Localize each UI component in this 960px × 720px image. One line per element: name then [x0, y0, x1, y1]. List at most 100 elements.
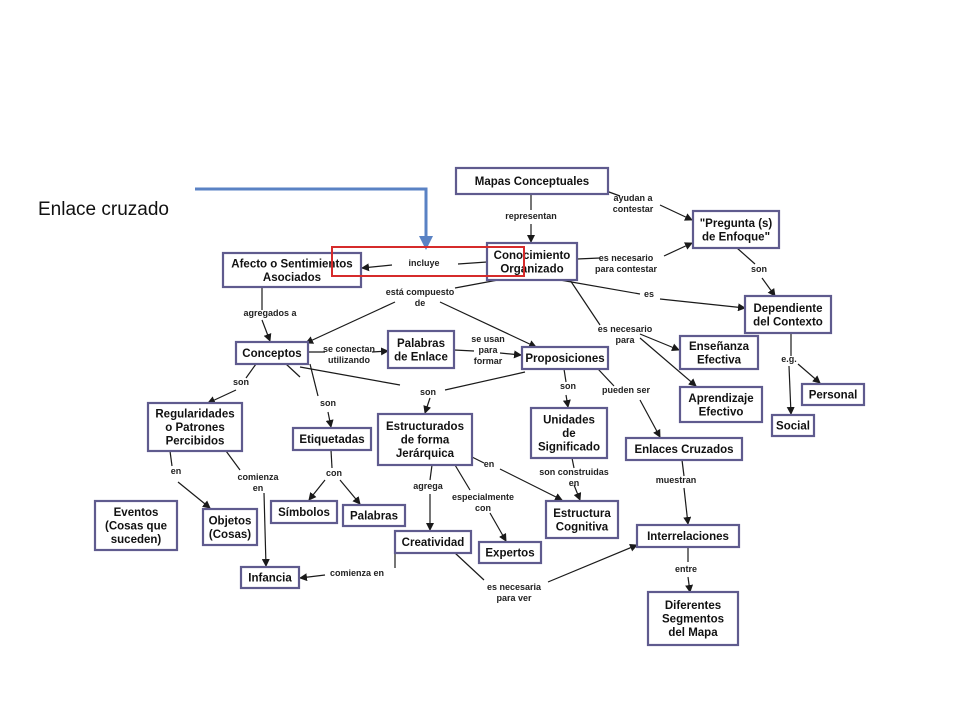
edge-line [597, 368, 615, 387]
concept-node-text: Segmentos [662, 614, 724, 626]
edge-line [571, 457, 575, 469]
concept-node-box [544, 499, 620, 540]
link-label-text: para [478, 345, 498, 355]
link-label-con: con [326, 468, 342, 478]
edge-line [371, 347, 389, 356]
concept-node-text: Palabras [397, 338, 445, 350]
link-label-text: es [644, 289, 654, 299]
concept-node-box [376, 412, 474, 467]
concept-node-text: Aprendizaje [688, 393, 753, 405]
edge-line [453, 349, 475, 352]
edge-line [499, 350, 522, 359]
concept-node-pregunta: "Pregunta (s)de Enfoque" [691, 209, 781, 250]
link-label-son-conceptos: son [233, 377, 249, 387]
concept-node-box [454, 166, 610, 196]
edge-line [429, 464, 433, 481]
concept-node-text: de [562, 428, 575, 440]
concept-node-box [234, 340, 310, 366]
concept-node-box [477, 540, 543, 565]
concept-node-text: Eventos [114, 507, 159, 519]
link-label-son-centro: son [420, 387, 436, 397]
concept-node-text: Diferentes [665, 600, 721, 612]
concept-node-box [201, 507, 259, 547]
concept-node-text: Efectivo [699, 406, 744, 418]
link-label-son-prop: son [560, 381, 576, 391]
nodes-layer: Mapas Conceptuales "Pregunta (s)de Enfoqu… [93, 166, 866, 647]
concept-node-text: Unidades [543, 415, 595, 427]
edge-line [207, 389, 237, 404]
overlay-layer [195, 187, 525, 277]
edge-line [285, 363, 301, 378]
edge-line [681, 459, 685, 477]
edge-line [261, 319, 272, 342]
concept-node-text: (Cosas) [209, 529, 251, 541]
concept-node-box [678, 385, 764, 424]
concept-node-box [770, 413, 816, 438]
edge-line [457, 261, 488, 265]
concept-node-box [146, 401, 244, 453]
concept-node-text: Personal [809, 390, 858, 402]
edge-line [573, 484, 582, 501]
edge-line [471, 456, 485, 464]
link-label-text: e.g. [781, 354, 797, 364]
concept-node-personal: Personal [800, 382, 866, 407]
edge-line [547, 543, 638, 583]
concept-node-text: Enseñanza [689, 341, 750, 353]
edge-line [361, 263, 393, 272]
link-label-text: agregados a [243, 308, 297, 318]
link-label-son-1: son [751, 264, 767, 274]
link-label-text: en [171, 466, 182, 476]
concept-node-text: (Cosas que [105, 521, 167, 533]
concept-node-text: Social [776, 421, 810, 433]
concept-node-simbolos: Símbolos [269, 499, 339, 525]
concept-node-text: Asociados [263, 272, 321, 284]
concept-node-box [291, 426, 373, 452]
edge-line [562, 394, 571, 408]
edge-line [797, 363, 821, 384]
link-label-text: con [326, 468, 342, 478]
concept-node-text: del Contexto [753, 316, 823, 328]
link-label-text: es necesaria [487, 582, 542, 592]
edge-line [786, 365, 795, 415]
concept-node-box [269, 499, 339, 525]
edge-line [663, 242, 693, 257]
concept-node-mapas: Mapas Conceptuales [454, 166, 610, 196]
link-label-text: son [751, 264, 767, 274]
concept-node-text: Etiquetadas [299, 434, 364, 446]
concept-node-box [635, 523, 741, 549]
link-label-text: es necesario [599, 253, 654, 263]
concept-node-social: Social [770, 413, 816, 438]
edge-line [659, 298, 746, 312]
link-label-agregados: agregados a [243, 308, 297, 318]
link-label-text: en [484, 459, 495, 469]
link-label-eg: e.g. [781, 354, 797, 364]
link-label-text: está compuesto [386, 287, 455, 297]
edge-line [439, 301, 537, 348]
link-label-text: muestran [656, 475, 697, 485]
concept-node-creatividad: Creatividad [393, 529, 473, 555]
concept-node-box [520, 345, 610, 371]
concept-node-infancia: Infancia [239, 565, 301, 590]
concept-node-box [93, 499, 179, 552]
concept-node-box [221, 251, 363, 289]
link-label-text: comienza [237, 472, 279, 482]
link-label-text: incluye [408, 258, 439, 268]
concept-node-text: Infancia [248, 573, 292, 585]
edge-line [454, 464, 471, 491]
link-label-text: son [420, 387, 436, 397]
concept-node-text: Organizado [500, 263, 563, 275]
concept-node-text: Interrelaciones [647, 531, 729, 543]
link-label-muestran: muestran [656, 475, 697, 485]
link-label-comienza-en-2: comienza en [330, 568, 384, 578]
link-label-text: son [560, 381, 576, 391]
